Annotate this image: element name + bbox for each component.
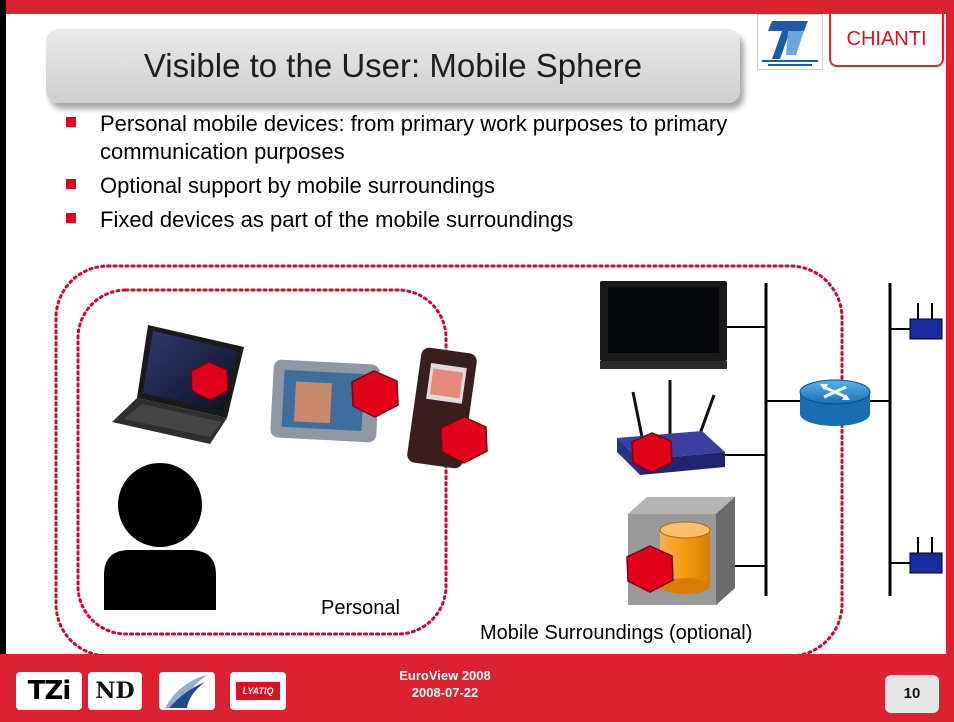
network-bus	[725, 283, 910, 596]
lyatiq-logo-text: LYATIQ	[242, 686, 274, 696]
swoosh-logo-icon	[165, 674, 209, 708]
lyatiq-logo: LYATIQ	[230, 672, 286, 710]
bullet-item: Personal mobile devices: from primary wo…	[64, 110, 864, 166]
project-tag: CHIANTI	[829, 14, 944, 67]
swoosh-logo	[159, 672, 215, 710]
slide-title: Visible to the User: Mobile Sphere	[143, 47, 643, 84]
access-point-icon	[909, 537, 943, 574]
access-point-icon	[909, 303, 943, 340]
page-number: 10	[885, 675, 939, 713]
fp7-logo	[757, 14, 823, 70]
left-edge	[0, 0, 6, 722]
top-accent-bar	[0, 0, 954, 14]
tablet-icon	[270, 359, 380, 443]
tzi-logo: TZi	[16, 672, 82, 710]
right-accent-bar	[946, 0, 954, 722]
hexagon-icon	[190, 361, 229, 401]
bullet-list: Personal mobile devices: from primary wo…	[64, 110, 864, 240]
hexagon-icon	[631, 432, 673, 473]
personal-label: Personal	[321, 597, 400, 619]
hexagon-icon	[440, 416, 488, 464]
bullet-item: Optional support by mobile surroundings	[64, 172, 864, 200]
user-icon	[104, 463, 216, 610]
nd-logo-text: ND	[95, 678, 135, 704]
event-date: 2008-07-22	[411, 685, 479, 700]
tv-icon	[600, 281, 727, 369]
nd-logo: ND	[88, 672, 142, 710]
hexagon-icon	[626, 545, 674, 593]
surroundings-label: Mobile Surroundings (optional)	[480, 622, 753, 644]
event-info: EuroView 2008 2008-07-22	[340, 667, 550, 701]
title-box: Visible to the User: Mobile Sphere	[46, 29, 740, 103]
event-name: EuroView 2008	[399, 668, 491, 683]
tzi-logo-text: TZi	[27, 676, 72, 706]
fp7-logo-icon	[758, 15, 822, 69]
router-icon	[799, 379, 871, 426]
bullet-item: Fixed devices as part of the mobile surr…	[64, 206, 864, 234]
project-name: CHIANTI	[846, 28, 927, 50]
lyatiq-logo-mark: LYATIQ	[236, 682, 280, 700]
hexagon-icon	[351, 370, 399, 418]
